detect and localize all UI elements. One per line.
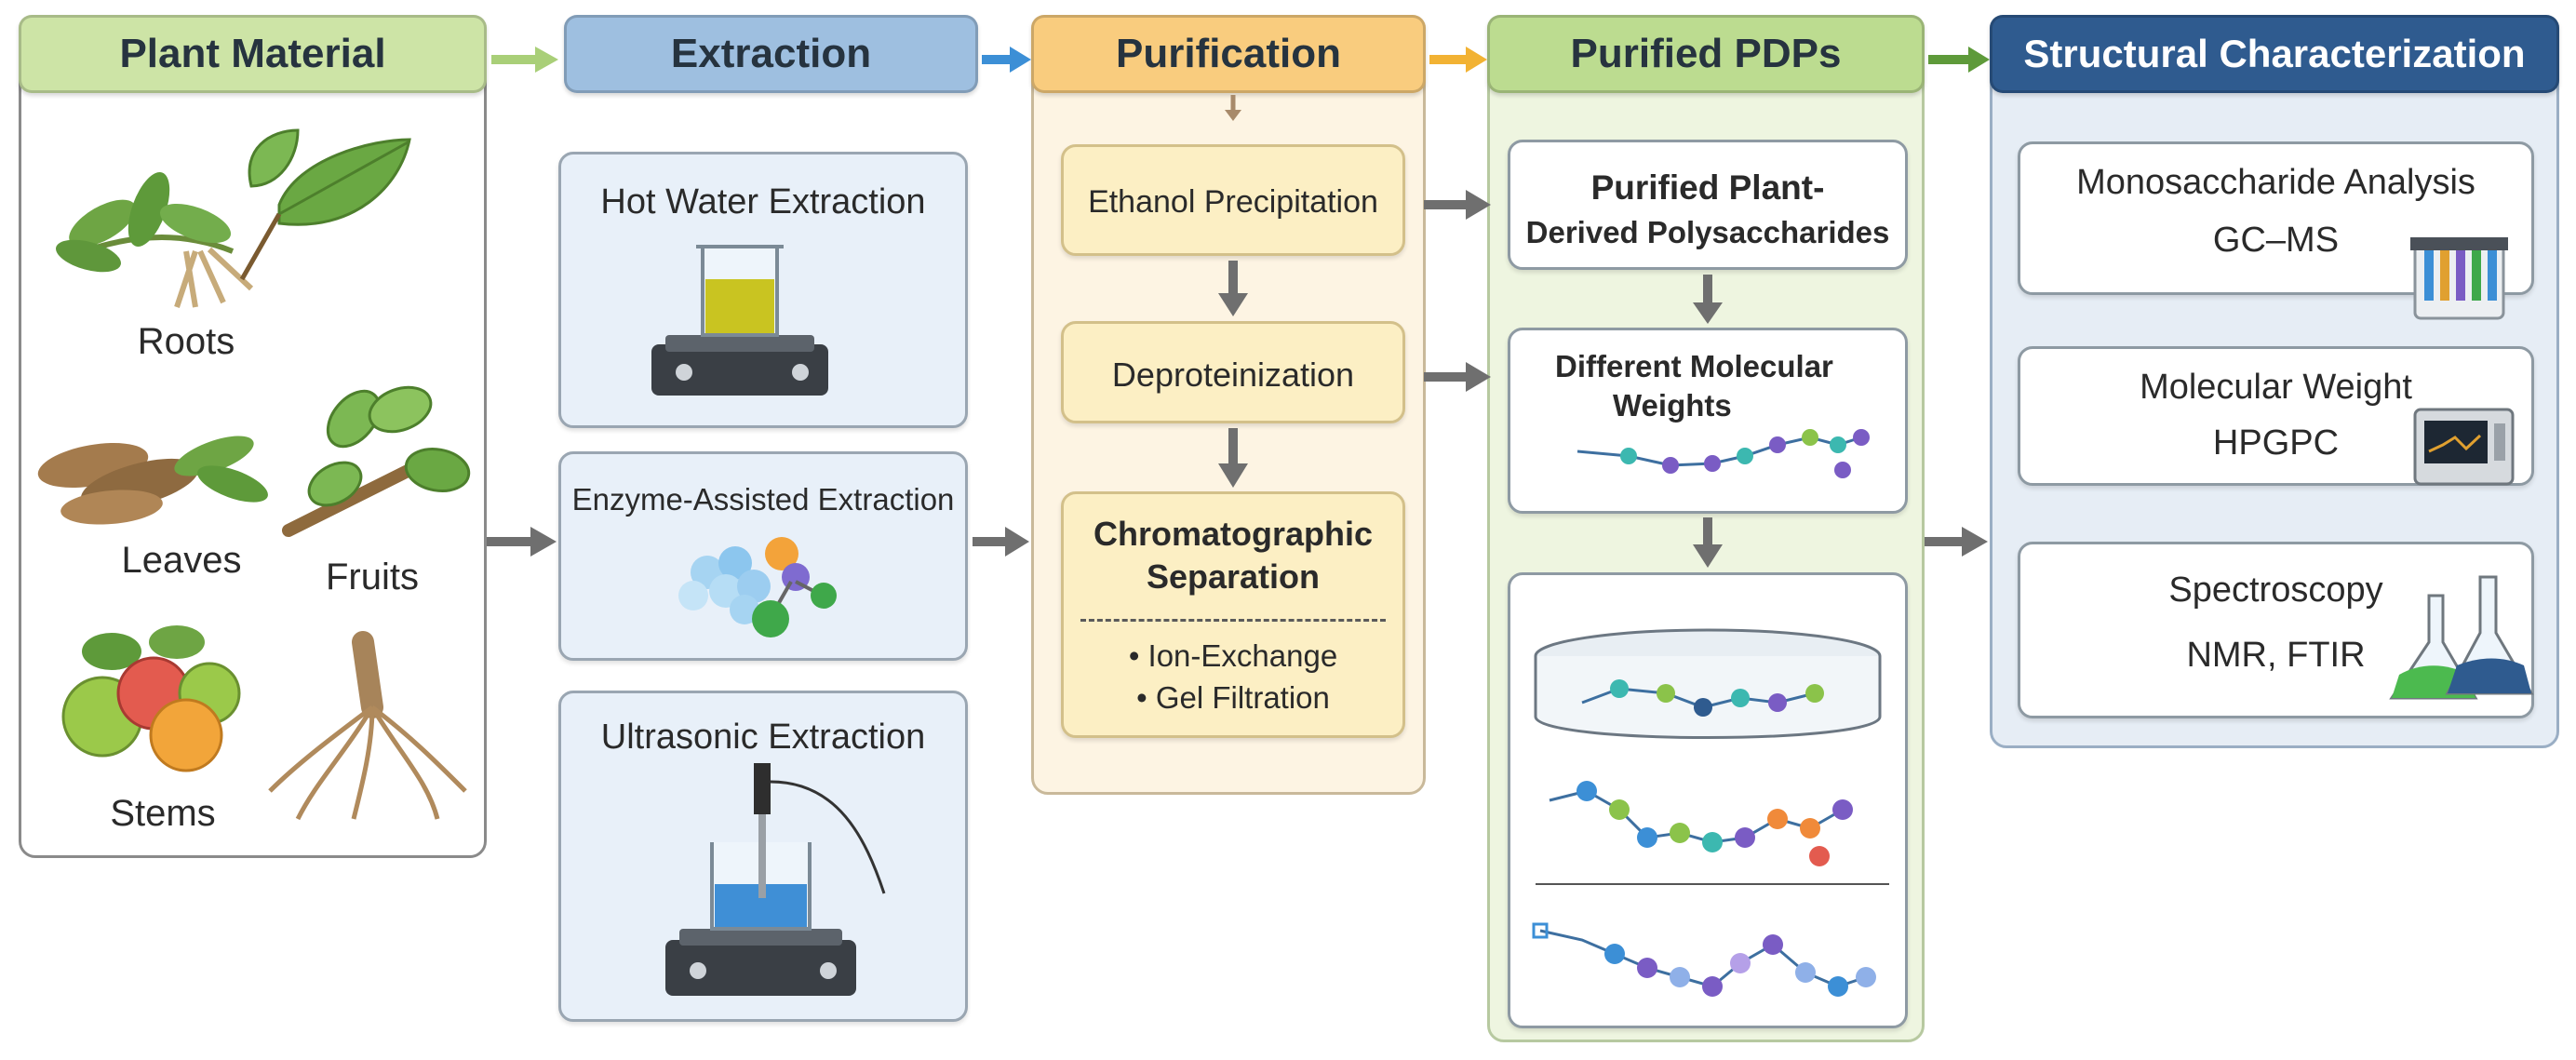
header-purified-pdps: Purified PDPs: [1487, 15, 1925, 93]
spectroscopy-box: Spectroscopy NMR, FTIR: [2018, 542, 2534, 718]
deproteinization-box[interactable]: Deproteinization: [1061, 321, 1405, 423]
arrow-plant-to-extraction: [487, 527, 557, 557]
chromatographic-separation-box[interactable]: Chromatographic Separation • Ion-Exchang…: [1061, 491, 1405, 738]
ion-exchange-label: • Ion-Exchange: [1128, 638, 1338, 673]
monosaccharide-title: Monosaccharide Analysis: [2076, 163, 2475, 202]
plant-label-leaves: Leaves: [121, 540, 242, 581]
ethanol-precipitation-label: Ethanol Precipitation: [1088, 184, 1378, 220]
purified-polysaccharides-box: Purified Plant- Derived Polysaccharides: [1508, 140, 1908, 270]
plant-label-roots: Roots: [137, 321, 235, 362]
chromatographic-divider: [1080, 619, 1386, 622]
header-purified-pdps-label: Purified PDPs: [1570, 31, 1842, 76]
molecular-weights-label-line2: Weights: [1613, 388, 1732, 423]
molecular-weight-method: HPGPC: [2212, 423, 2340, 463]
ultrasonic-extraction-label: Ultrasonic Extraction: [600, 718, 926, 757]
arrow-purified-to-structural: [1925, 527, 1988, 557]
header-extraction-label: Extraction: [670, 31, 872, 76]
header-arrow-plant-to-extraction: [491, 47, 558, 73]
header-arrow-extraction-to-purification: [982, 47, 1031, 73]
header-plant-material: Plant Material: [19, 15, 487, 93]
header-purification-label: Purification: [1115, 31, 1342, 76]
header-arrow-purified-to-structural: [1928, 47, 1990, 73]
molecular-weight-title: Molecular Weight: [2140, 368, 2412, 407]
header-arrow-purification-to-purified: [1429, 47, 1487, 73]
enzyme-assisted-extraction-box: Enzyme-Assisted Extraction: [558, 451, 968, 661]
spectroscopy-title: Spectroscopy: [2168, 570, 2383, 610]
plant-material-panel: [19, 56, 487, 858]
ethanol-precipitation-box[interactable]: Ethanol Precipitation: [1061, 144, 1405, 256]
header-structural-label: Structural Characterization: [2023, 32, 2526, 75]
hot-water-extraction-label: Hot Water Extraction: [600, 182, 926, 221]
monosaccharide-analysis-box: Monosaccharide Analysis GC–MS: [2018, 141, 2534, 295]
plant-label-stems: Stems: [110, 793, 216, 834]
chromatographic-label-line1: Chromatographic: [1093, 515, 1374, 553]
ultrasonic-extraction-box: Ultrasonic Extraction: [558, 691, 968, 1022]
header-plant-material-label: Plant Material: [119, 31, 386, 76]
monosaccharide-method: GC–MS: [2212, 221, 2340, 260]
polysaccharide-structures-box: [1508, 572, 1908, 1028]
hot-water-extraction-box: Hot Water Extraction: [558, 152, 968, 428]
arrow-deproteinization-to-purified: [1424, 362, 1491, 392]
plant-label-fruits: Fruits: [326, 557, 419, 597]
gel-filtration-label: • Gel Filtration: [1136, 680, 1330, 715]
chromatographic-label-line2: Separation: [1146, 557, 1321, 596]
purified-label-line1: Purified Plant-: [1590, 168, 1825, 207]
spectroscopy-method: NMR, FTIR: [2186, 636, 2366, 675]
deproteinization-label: Deproteinization: [1111, 356, 1355, 394]
purified-label-line2: Derived Polysaccharides: [1525, 215, 1890, 249]
molecular-weights-label-line1: Different Molecular: [1555, 349, 1833, 383]
header-extraction: Extraction: [564, 15, 978, 93]
header-purification: Purification: [1031, 15, 1426, 93]
enzyme-assisted-extraction-label: Enzyme-Assisted Extraction: [571, 482, 955, 517]
header-structural-characterization: Structural Characterization: [1990, 15, 2559, 93]
molecular-weight-box: Molecular Weight HPGPC: [2018, 346, 2534, 486]
molecular-weights-box: Different Molecular Weights: [1508, 328, 1908, 514]
arrow-ethanol-to-purified: [1424, 190, 1491, 220]
